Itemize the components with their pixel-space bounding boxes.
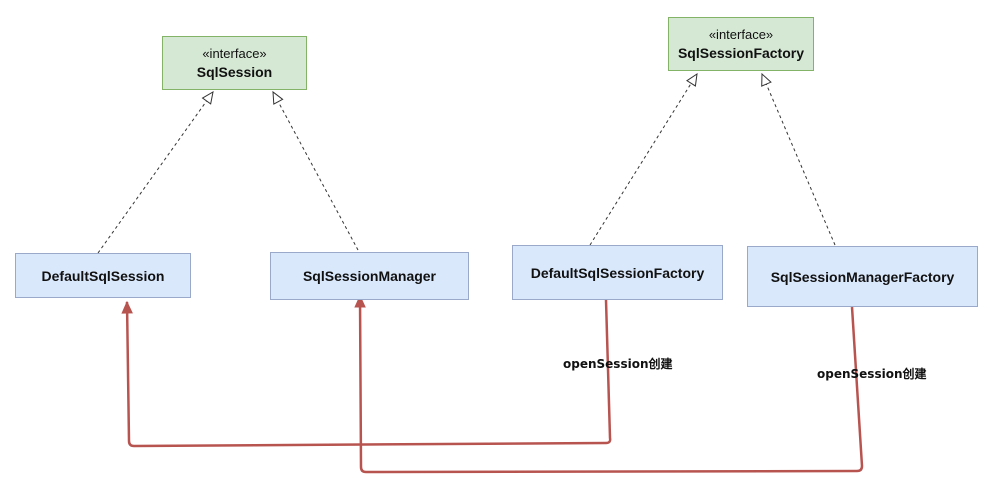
realize-defaultfactory-to-factory	[589, 72, 698, 246]
class-name: SqlSessionManager	[302, 268, 437, 284]
edge-label-default-factory: openSession创建	[563, 357, 673, 371]
realize-sqlsessionmanager-to-sqlsession	[272, 90, 359, 251]
class-name: DefaultSqlSession	[41, 267, 165, 284]
class-sqlsessionmanagerfactory: SqlSessionManagerFactory	[747, 246, 978, 307]
class-name: DefaultSqlSessionFactory	[530, 264, 705, 281]
stereotype-label: «interface»	[202, 46, 267, 61]
interface-name: SqlSession	[196, 64, 273, 80]
realize-managerfactory-to-factory	[761, 72, 836, 246]
class-defaultsqlsession: DefaultSqlSession	[15, 253, 191, 298]
realize-defaultsqlsession-to-sqlsession	[97, 91, 214, 254]
class-sqlsessionmanager: SqlSessionManager	[270, 252, 469, 300]
interface-sqlsession: «interface» SqlSession	[162, 36, 307, 90]
class-defaultsqlsessionfactory: DefaultSqlSessionFactory	[512, 245, 723, 300]
interface-sqlsessionfactory: «interface» SqlSessionFactory	[668, 17, 814, 71]
create-arrow-defaultfactory-to-defaultsession	[121, 299, 612, 448]
interface-name: SqlSessionFactory	[677, 45, 805, 61]
stereotype-label: «interface»	[708, 27, 774, 42]
class-name: SqlSessionManagerFactory	[770, 268, 955, 285]
create-arrow-managerfactory-to-sessionmanager	[354, 294, 864, 474]
edge-label-manager-factory: openSession创建	[817, 367, 927, 381]
